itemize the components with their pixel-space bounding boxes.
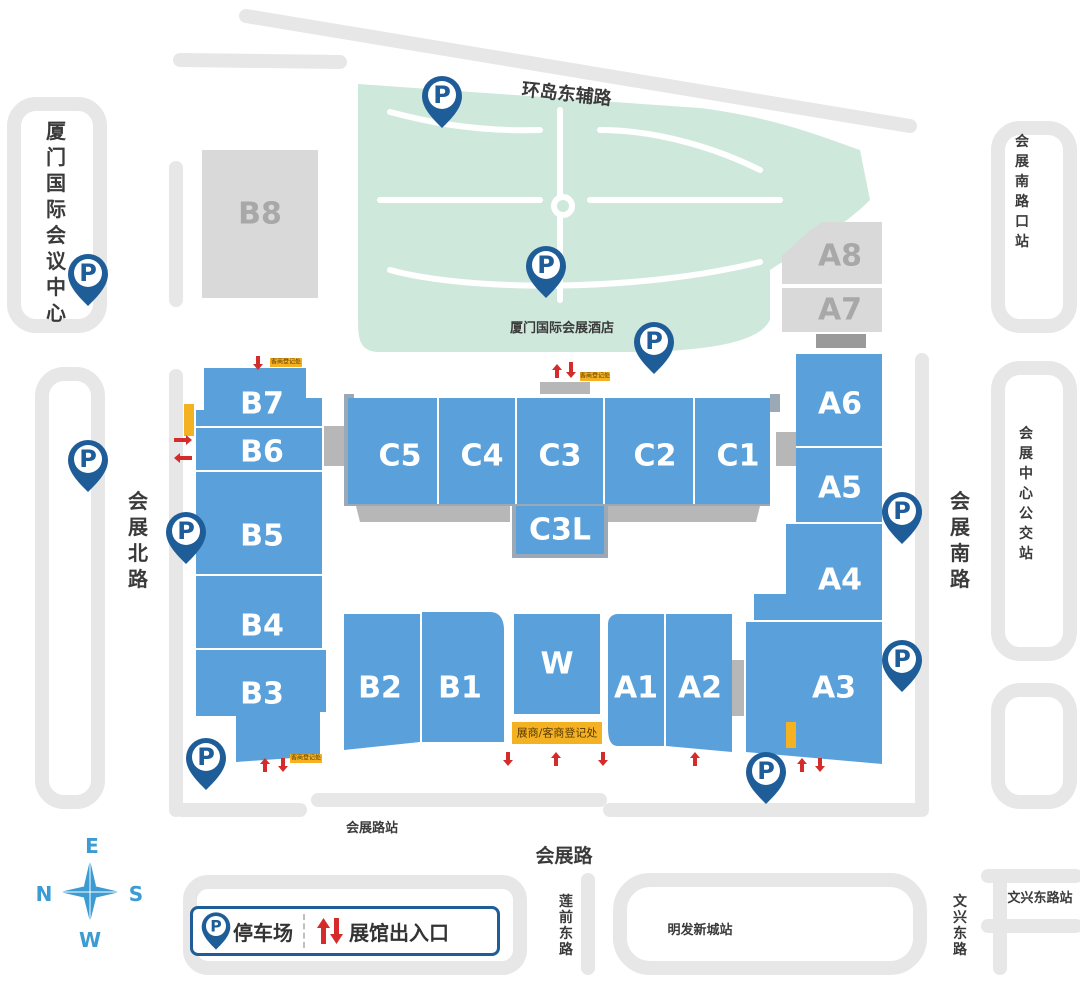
svg-text:P: P — [433, 81, 451, 109]
hall-c2-label[interactable]: C2 — [634, 439, 677, 474]
hall-b8-block — [202, 150, 318, 298]
registration-tag-b7: 客商登记处 — [270, 358, 302, 367]
station-center-bus-label: 会展中心公交站 — [1019, 425, 1034, 562]
c3-entrance-canopy — [540, 382, 590, 394]
hall-c5-label[interactable]: C5 — [379, 439, 422, 474]
parking-pin-icon[interactable]: P — [882, 492, 922, 544]
parking-pin-icon[interactable]: P — [422, 76, 462, 128]
entrance-arrows-icon — [317, 918, 343, 944]
hall-b7-label[interactable]: B7 — [240, 387, 284, 422]
hall-c3l-label[interactable]: C3L — [529, 513, 591, 548]
parking-pin-icon: P — [201, 912, 231, 950]
c-canopy-left — [356, 506, 510, 522]
svg-text:P: P — [757, 757, 775, 785]
parking-pin-icon[interactable]: P — [68, 254, 108, 306]
road-network — [7, 9, 1080, 975]
b-c-connector — [324, 426, 346, 466]
c-canopy-right — [606, 506, 760, 522]
legend-entrance-label: 展馆出入口 — [349, 920, 449, 945]
hall-row-c: C5 C4 C3 C2 C1 C3L — [344, 394, 780, 558]
registration-tag-a3 — [786, 722, 796, 748]
registration-tag-c3: 客商登记处 — [580, 372, 610, 381]
registration-tag-b6 — [184, 404, 194, 436]
parking-pin-icon[interactable]: P — [526, 246, 566, 298]
station-mingfa-label: 明发新城站 — [667, 922, 732, 938]
parking-pin-icon[interactable]: P — [882, 640, 922, 692]
parking-pin-icon[interactable]: P — [746, 752, 786, 804]
entrance-arrows — [174, 356, 825, 772]
road-lianqian-east-label: 莲前东路 — [559, 893, 574, 958]
a2-a3-connector — [732, 660, 744, 716]
parking-pin-icon[interactable]: P — [68, 440, 108, 492]
hall-column-a: A6 A5 A4 A3 — [746, 354, 882, 764]
parking-pin-icon[interactable]: P — [634, 322, 674, 374]
svg-text:客商登记处: 客商登记处 — [580, 372, 610, 380]
hall-a1-label[interactable]: A1 — [614, 671, 658, 706]
station-wenxing-label: 文兴东路站 — [1007, 890, 1072, 906]
compass-west: W — [79, 928, 101, 952]
hall-c4-label[interactable]: C4 — [461, 439, 504, 474]
road-south-hall-label: 会展南路 — [950, 489, 971, 591]
conference-center-label: 厦门国际会议中心 — [46, 119, 67, 325]
hall-a2-label[interactable]: A2 — [678, 671, 722, 706]
hall-a7-block — [782, 288, 882, 332]
station-south-road-crossing-label: 会展南路口站 — [1015, 133, 1030, 250]
road-wenxing-label: 文兴东路 — [953, 893, 968, 958]
c-a-connector — [776, 432, 796, 466]
svg-text:客商登记处: 客商登记处 — [271, 358, 301, 366]
hall-row-lower: B2 B1 W A1 A2 — [344, 612, 732, 752]
hall-w-label[interactable]: W — [540, 647, 573, 682]
compass-south: S — [129, 882, 143, 906]
hall-b1-label[interactable]: B1 — [438, 671, 482, 706]
hall-b3-label[interactable]: B3 — [240, 677, 284, 712]
compass-east: E — [85, 834, 99, 858]
hall-column-b: B7 B6 B5 B4 B3 — [196, 368, 326, 762]
svg-text:P: P — [79, 445, 97, 473]
road-north-hall-label: 会展北路 — [128, 489, 149, 591]
parking-pins: P P P P P P P P P P — [68, 76, 922, 804]
map-legend: P 停车场 展馆出入口 — [190, 906, 500, 956]
hall-a8-block — [782, 222, 882, 284]
hall-b6-label[interactable]: B6 — [240, 435, 284, 470]
svg-text:P: P — [645, 327, 663, 355]
hall-a4-label[interactable]: A4 — [818, 563, 862, 598]
svg-text:P: P — [893, 497, 911, 525]
hall-a7-label: A7 — [818, 293, 862, 328]
road-main-label: 会展路 — [535, 844, 593, 867]
a7-connector — [816, 334, 866, 348]
svg-text:客商登记处: 客商登记处 — [291, 754, 321, 762]
parking-pin-icon[interactable]: P — [166, 512, 206, 564]
hall-b5-label[interactable]: B5 — [240, 519, 284, 554]
hall-c1-label[interactable]: C1 — [717, 439, 760, 474]
svg-text:P: P — [537, 251, 555, 279]
legend-parking-label: 停车场 — [233, 920, 293, 945]
svg-text:P: P — [197, 743, 215, 771]
hall-b8-label: B8 — [238, 197, 282, 232]
hall-b4-label[interactable]: B4 — [240, 609, 284, 644]
svg-text:P: P — [79, 259, 97, 287]
hall-b2-label[interactable]: B2 — [358, 671, 402, 706]
compass-rose-icon: E N S W — [36, 834, 144, 952]
hall-a5-label[interactable]: A5 — [818, 471, 862, 506]
hall-c3-label[interactable]: C3 — [539, 439, 582, 474]
hotel-label: 厦门国际会展酒店 — [510, 320, 614, 336]
compass-north: N — [36, 882, 53, 906]
svg-text:P: P — [893, 645, 911, 673]
parking-pin-icon[interactable]: P — [186, 738, 226, 790]
legend-divider — [303, 914, 305, 948]
hall-a3-label[interactable]: A3 — [812, 671, 856, 706]
registration-main[interactable]: 展商/客商登记处 — [512, 722, 602, 744]
hall-a8-label: A8 — [818, 239, 862, 274]
hall-a6-label[interactable]: A6 — [818, 387, 862, 422]
svg-text:P: P — [177, 517, 195, 545]
registration-tag-b3: 客商登记处 — [290, 754, 322, 763]
registration-main-label: 展商/客商登记处 — [517, 726, 598, 740]
svg-text:P: P — [210, 917, 222, 936]
station-hall-road-label: 会展路站 — [346, 820, 398, 836]
